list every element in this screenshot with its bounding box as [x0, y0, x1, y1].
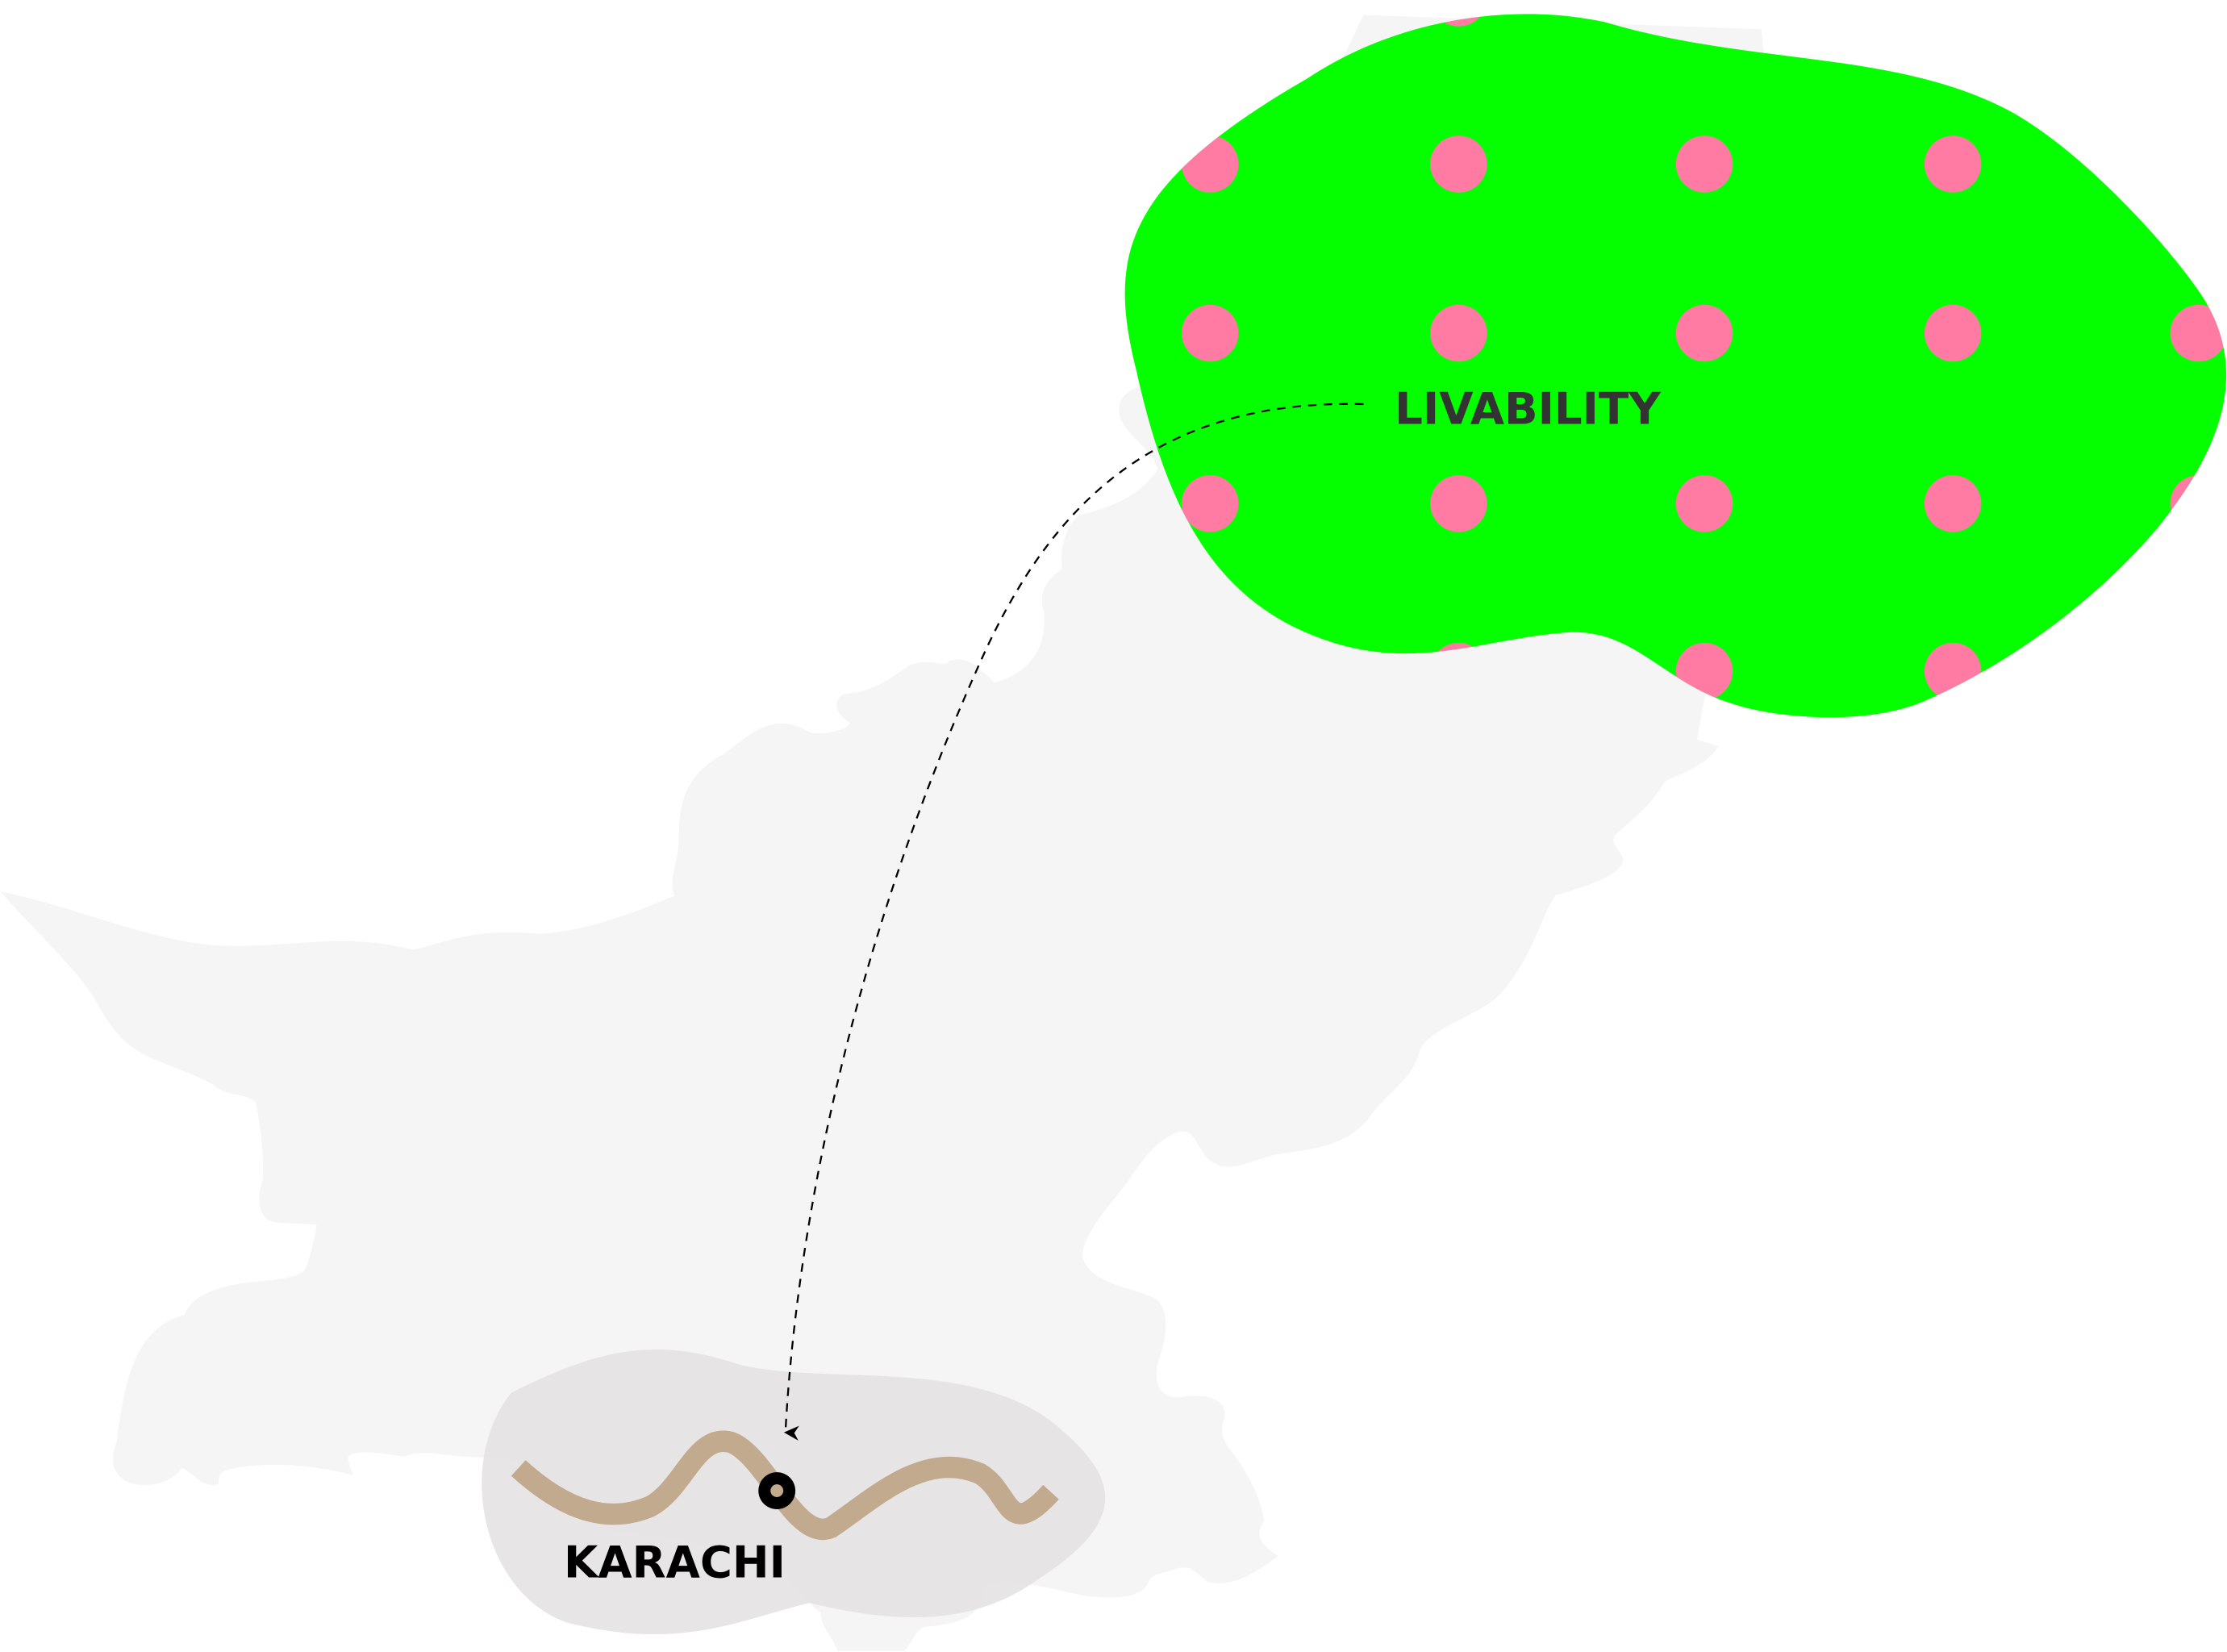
pattern-dot: [1924, 14, 1982, 27]
pattern-dot: [1675, 304, 1733, 362]
livability-region: [1124, 14, 2227, 718]
road-line: [511, 1430, 1059, 1540]
location-ring-icon[interactable]: [758, 1472, 796, 1509]
pattern-dot: [2170, 642, 2227, 700]
pattern-dot: [1182, 475, 1239, 532]
pattern-dot: [1924, 304, 1982, 362]
pattern-dot: [1675, 14, 1733, 27]
karachi-label: KARACHI: [564, 1536, 786, 1587]
pattern-dot: [1182, 14, 1239, 27]
pattern-dot: [1924, 475, 1982, 532]
pattern-dot: [1924, 642, 1982, 700]
pattern-dot: [1182, 136, 1239, 193]
pattern-dot: [2170, 475, 2227, 532]
pattern-dot: [1430, 304, 1487, 362]
pattern-dot: [2170, 136, 2227, 193]
pattern-dot: [1675, 475, 1733, 532]
pattern-dot: [1182, 304, 1239, 362]
pattern-dot: [1924, 136, 1982, 193]
pattern-dot: [2170, 14, 2227, 27]
pattern-dot: [2170, 304, 2227, 362]
pattern-dot: [1675, 136, 1733, 193]
pattern-dot: [1430, 136, 1487, 193]
livability-label: LIVABILITY: [1395, 383, 1662, 435]
pattern-dot: [1430, 475, 1487, 532]
dashed-arrow-icon: [783, 403, 1364, 1441]
